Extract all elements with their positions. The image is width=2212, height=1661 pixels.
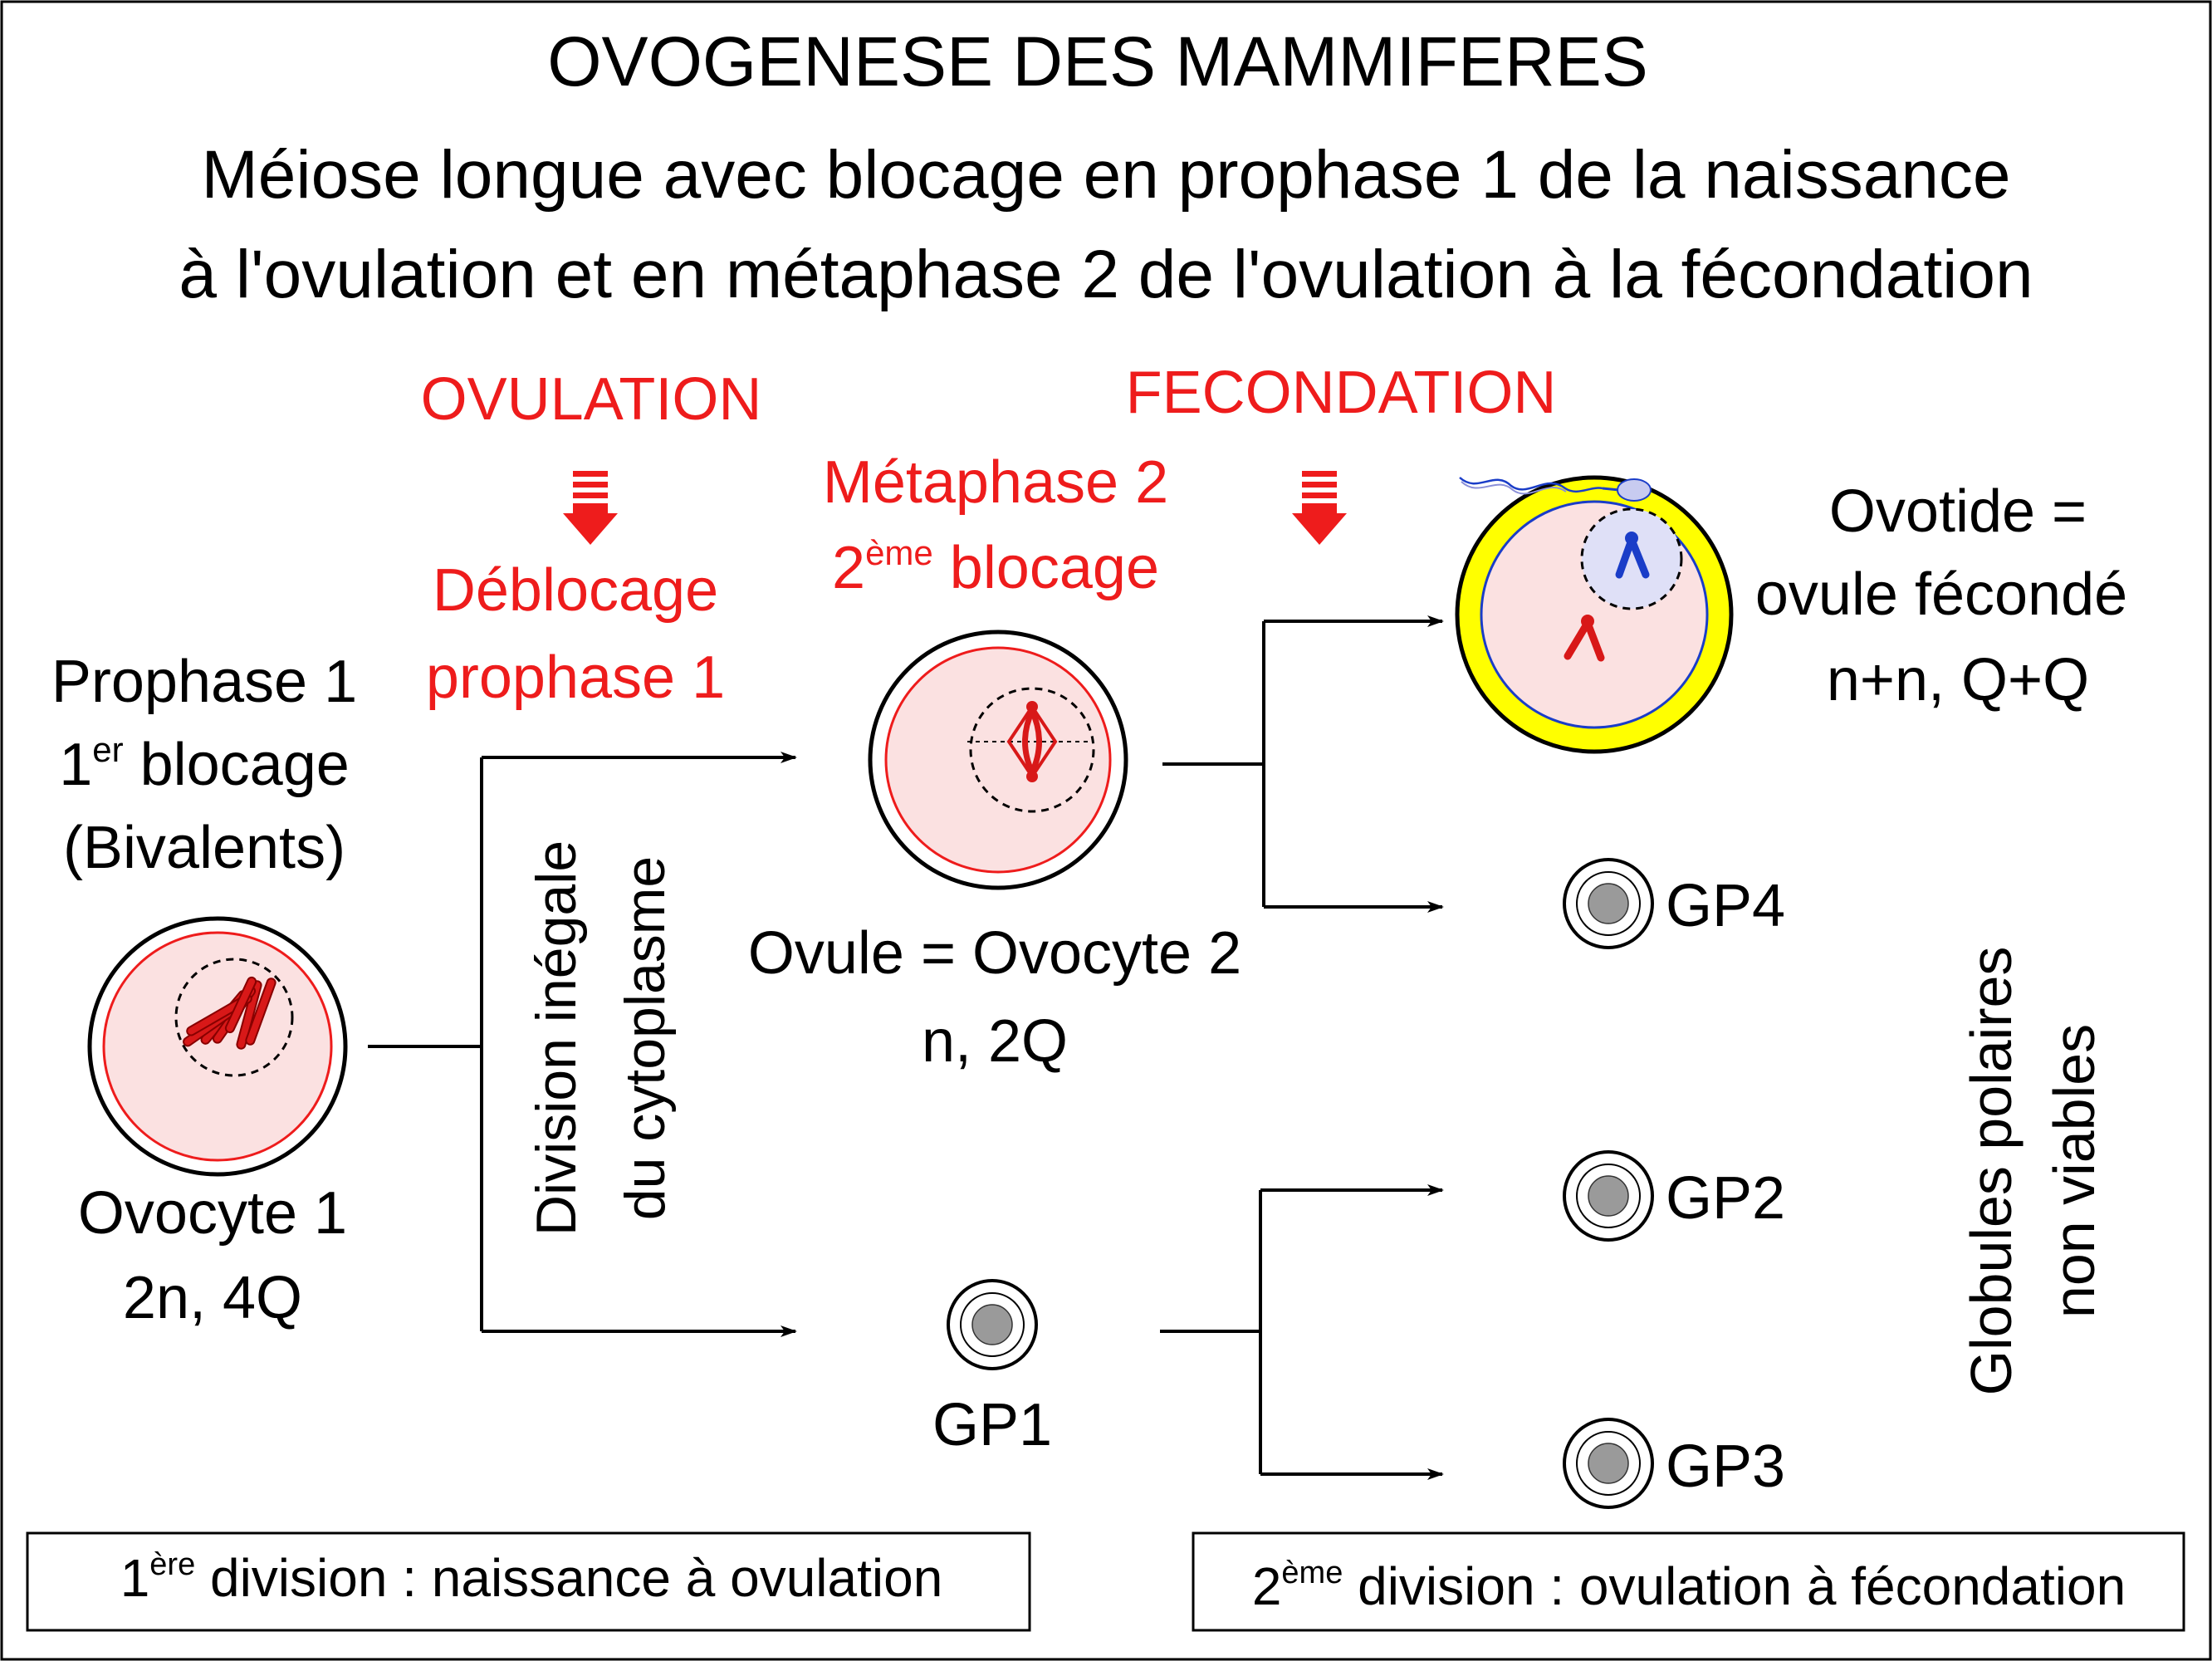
fecondation-label: FECONDATION — [1126, 360, 1557, 426]
ovulation-arrow-icon — [563, 471, 618, 545]
polar-bodies-label-line-2: non viables — [2042, 1024, 2107, 1318]
polar-body-gp3 — [1563, 1418, 1654, 1509]
ovule-formula: n, 2Q — [922, 1008, 1068, 1075]
footer-second-division: 2ème division : ovulation à fécondation — [1192, 1531, 2185, 1632]
ovule-name: Ovule = Ovocyte 2 — [748, 920, 1241, 987]
footer-second-division-text: 2ème division : ovulation à fécondation — [1252, 1556, 2126, 1616]
gp3-label: GP3 — [1666, 1433, 1785, 1500]
paternal-chromosome-icon — [1615, 532, 1650, 579]
deblocage-line-1: Déblocage — [433, 557, 718, 624]
diagram-title: OVOGENESE DES MAMMIFERES — [547, 22, 1648, 100]
ovotide-line-3: n+n, Q+Q — [1827, 647, 2089, 713]
prophase-line-3: (Bivalents) — [63, 815, 345, 881]
ovocyte-2-cell — [868, 630, 1128, 890]
prophase-line-2: 1er blocage — [59, 730, 350, 798]
maternal-chromosome-icon — [1564, 615, 1605, 662]
gp1-label: GP1 — [932, 1392, 1052, 1458]
second-division-connector-lower — [1160, 1184, 1444, 1480]
ovulation-label: OVULATION — [421, 366, 762, 433]
footer-first-division: 1ère division : naissance à ovulation — [26, 1531, 1031, 1632]
prophase-line-1: Prophase 1 — [51, 649, 357, 715]
polar-bodies-label-line-1: Globules polaires — [1959, 947, 2024, 1396]
subtitle-line-2: à l'ovulation et en métaphase 2 de l'ovu… — [179, 237, 2033, 312]
fecondation-arrow-icon — [1292, 471, 1347, 545]
deblocage-line-2: prophase 1 — [426, 644, 725, 711]
bivalent-chromosomes-icon — [183, 976, 276, 1050]
footer-first-division-text: 1ère division : naissance à ovulation — [120, 1547, 943, 1608]
metaphase-spindle-icon — [1006, 701, 1058, 782]
ovotide-line-2: ovule fécondé — [1755, 561, 2127, 628]
division-inegale-line-2: du cytoplasme — [614, 856, 677, 1220]
first-division-connector — [368, 752, 797, 1337]
polar-body-gp1 — [947, 1279, 1038, 1370]
second-division-connector-upper — [1162, 615, 1444, 913]
division-inegale-line-1: Division inégale — [525, 840, 588, 1236]
ovocyte-1-cell — [87, 916, 348, 1177]
polar-body-gp2 — [1563, 1150, 1654, 1242]
subtitle-line-1: Méiose longue avec blocage en prophase 1… — [201, 137, 2010, 213]
ovotide-line-1: Ovotide = — [1829, 478, 2087, 545]
gp2-label: GP2 — [1666, 1165, 1785, 1232]
gp4-label: GP4 — [1666, 873, 1785, 939]
polar-body-gp4 — [1563, 858, 1654, 949]
spermatozoon-icon — [1459, 477, 1652, 502]
ovotide-cell — [1455, 475, 1734, 754]
metaphase-line-2: 2ème blocage — [832, 533, 1159, 601]
metaphase-line-1: Métaphase 2 — [823, 449, 1168, 516]
ovocyte-1-name: Ovocyte 1 — [78, 1180, 347, 1247]
ovocyte-1-formula: 2n, 4Q — [123, 1265, 302, 1331]
